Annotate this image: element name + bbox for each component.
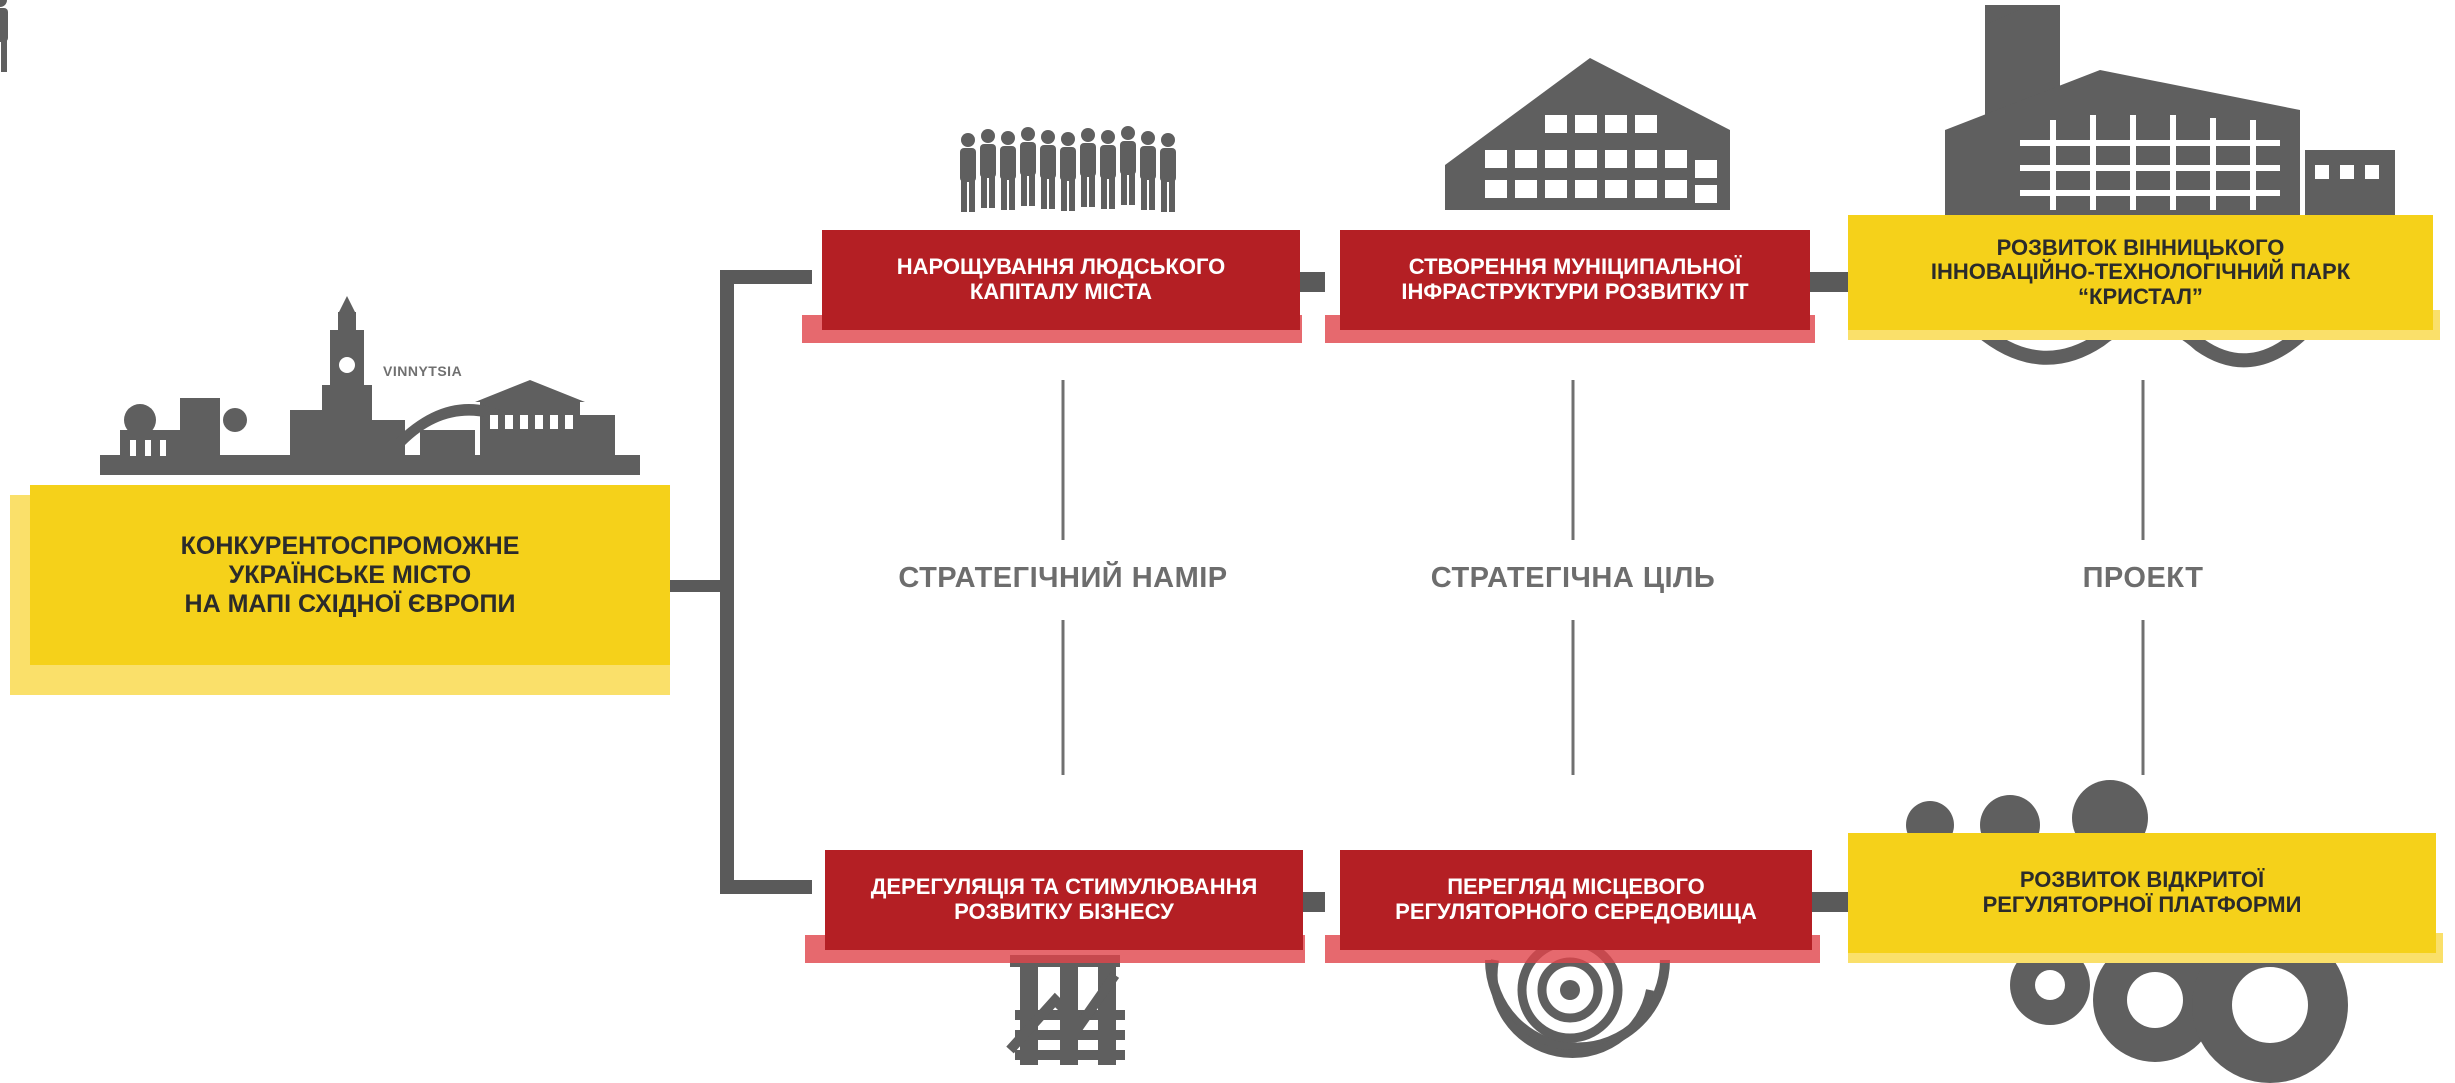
growth-chart-icon	[1006, 955, 1125, 1065]
city-label: VINNYTSIA	[383, 363, 463, 379]
column-label-goal: СТРАТЕГІЧНА ЦІЛЬ	[1430, 562, 1716, 594]
city-skyline-icon	[100, 296, 640, 475]
main-goal-card: КОНКУРЕНТОСПРОМОЖНЕ УКРАЇНСЬКЕ МІСТО НА …	[10, 475, 670, 695]
column-label-project: ПРОЕКТ	[2082, 562, 2204, 594]
city-windows	[130, 357, 573, 456]
column-label-intent: СТРАТЕГІЧНИЙ НАМІР	[898, 562, 1228, 594]
people-group-icon	[0, 0, 1176, 212]
main-goal-text: КОНКУРЕНТОСПРОМОЖНЕ УКРАЇНСЬКЕ МІСТО НА …	[30, 485, 670, 665]
office-building-icon	[1445, 58, 1730, 210]
column-dividers	[1061, 380, 2145, 775]
